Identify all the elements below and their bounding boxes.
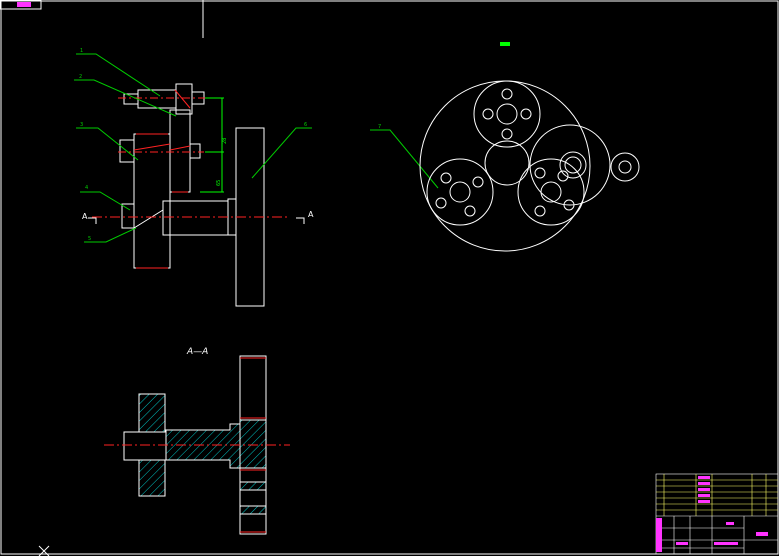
crosshair-icon [38, 545, 50, 556]
dimension-65: 65 [216, 180, 222, 186]
dimension-lines [200, 97, 224, 193]
plan-view [419, 80, 640, 252]
leader-label-1: 1 [80, 48, 83, 54]
section-marker-left-label: A [82, 212, 88, 221]
top-left-tag [0, 0, 42, 10]
section-view [104, 355, 290, 535]
leader-label-5: 5 [88, 236, 91, 242]
plan-view-tag [500, 42, 510, 46]
elevation-view [92, 83, 290, 307]
section-view-title: A—A [186, 347, 208, 357]
dimension-28: 28 [222, 138, 228, 144]
leader-lines [74, 53, 439, 243]
leader-label-3: 3 [80, 122, 83, 128]
leader-label-2: 2 [79, 74, 82, 80]
leader-label-4: 4 [85, 185, 88, 191]
section-marker-right-label: A [308, 210, 314, 219]
title-block [655, 473, 779, 555]
leader-label-6: 6 [304, 122, 307, 128]
leader-label-7: 7 [378, 124, 381, 130]
section-marker-right [296, 217, 305, 224]
section-marker-left [88, 217, 97, 224]
